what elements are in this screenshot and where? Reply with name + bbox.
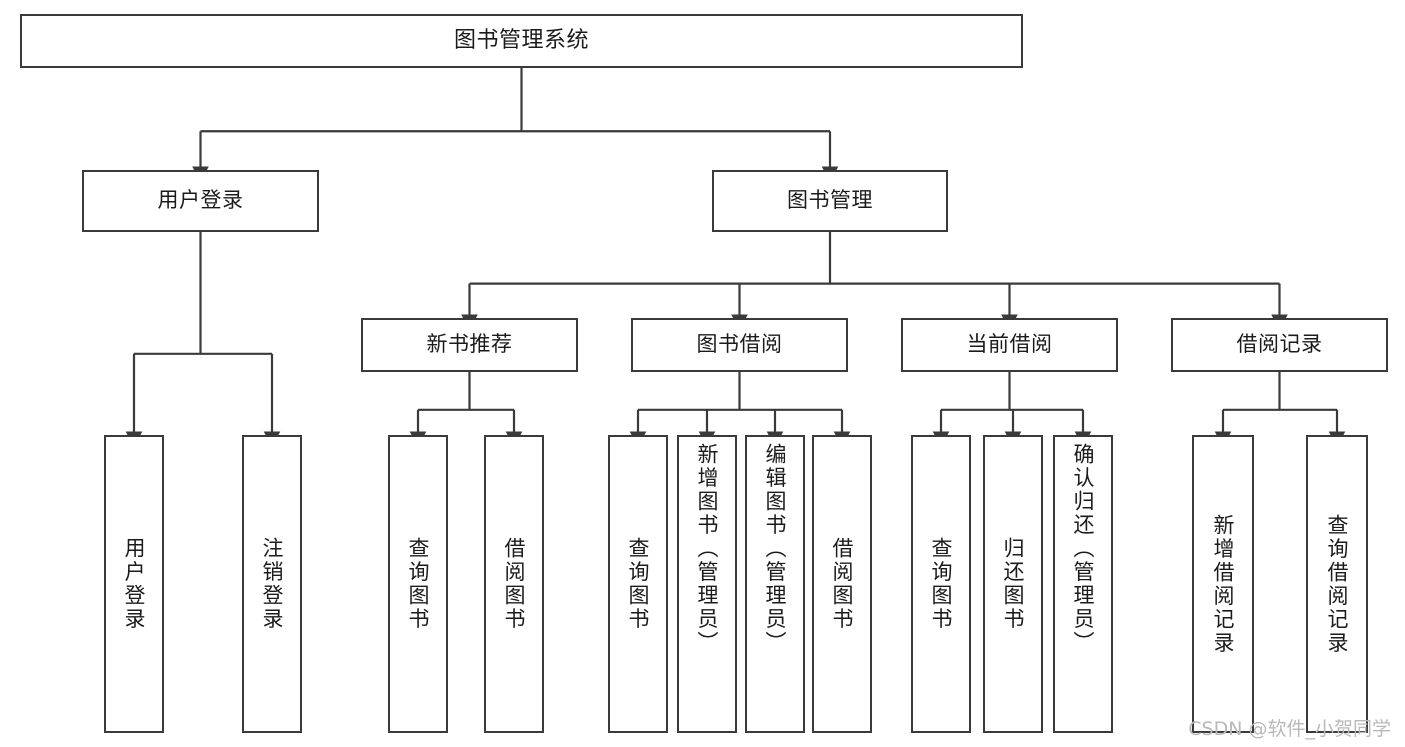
node-label-current-a: 查询图书 xyxy=(929,537,954,631)
node-label-newbook-b: 借阅图书 xyxy=(502,537,527,631)
node-label-root: 图书管理系统 xyxy=(453,27,589,53)
node-label-bookmgmt: 图书管理 xyxy=(787,188,873,213)
node-label-records: 借阅记录 xyxy=(1236,332,1323,357)
node-label-borrow-c: 编辑图书（管理员） xyxy=(763,443,788,655)
node-label-records-b: 查询借阅记录 xyxy=(1325,513,1350,655)
node-label-newbook: 新书推荐 xyxy=(426,332,513,357)
node-current-a[interactable]: 查询图书 xyxy=(911,435,971,733)
node-label-login-a: 用户登录 xyxy=(122,537,147,631)
node-records[interactable]: 借阅记录 xyxy=(1171,318,1388,372)
node-root[interactable]: 图书管理系统 xyxy=(20,14,1023,68)
node-newbook[interactable]: 新书推荐 xyxy=(361,318,578,372)
node-borrow-c[interactable]: 编辑图书（管理员） xyxy=(745,435,805,733)
node-label-borrow-a: 查询图书 xyxy=(626,537,651,631)
node-current-b[interactable]: 归还图书 xyxy=(983,435,1043,733)
node-records-b[interactable]: 查询借阅记录 xyxy=(1306,435,1368,733)
node-borrow-a[interactable]: 查询图书 xyxy=(608,435,668,733)
node-current-c[interactable]: 确认归还（管理员） xyxy=(1053,435,1113,733)
node-records-a[interactable]: 新增借阅记录 xyxy=(1192,435,1254,733)
node-label-current-c: 确认归还（管理员） xyxy=(1071,443,1096,655)
node-label-borrow-b: 新增图书（管理员） xyxy=(695,443,720,655)
node-current[interactable]: 当前借阅 xyxy=(901,318,1118,372)
node-login-a[interactable]: 用户登录 xyxy=(104,435,164,733)
node-borrow[interactable]: 图书借阅 xyxy=(631,318,848,372)
node-label-current: 当前借阅 xyxy=(966,332,1053,357)
node-label-login: 用户登录 xyxy=(157,188,244,213)
watermark: CSDN @软件_小贺同学 xyxy=(1188,718,1391,740)
node-login-b[interactable]: 注销登录 xyxy=(242,435,302,733)
node-label-borrow-d: 借阅图书 xyxy=(830,537,855,631)
node-login[interactable]: 用户登录 xyxy=(82,170,319,232)
node-label-newbook-a: 查询图书 xyxy=(406,537,431,631)
node-label-login-b: 注销登录 xyxy=(260,537,285,631)
node-newbook-a[interactable]: 查询图书 xyxy=(388,435,448,733)
node-newbook-b[interactable]: 借阅图书 xyxy=(484,435,544,733)
node-borrow-b[interactable]: 新增图书（管理员） xyxy=(677,435,737,733)
node-label-records-a: 新增借阅记录 xyxy=(1211,513,1236,655)
node-bookmgmt[interactable]: 图书管理 xyxy=(712,170,948,232)
node-label-borrow: 图书借阅 xyxy=(696,332,783,357)
node-label-current-b: 归还图书 xyxy=(1001,537,1026,631)
node-borrow-d[interactable]: 借阅图书 xyxy=(812,435,872,733)
